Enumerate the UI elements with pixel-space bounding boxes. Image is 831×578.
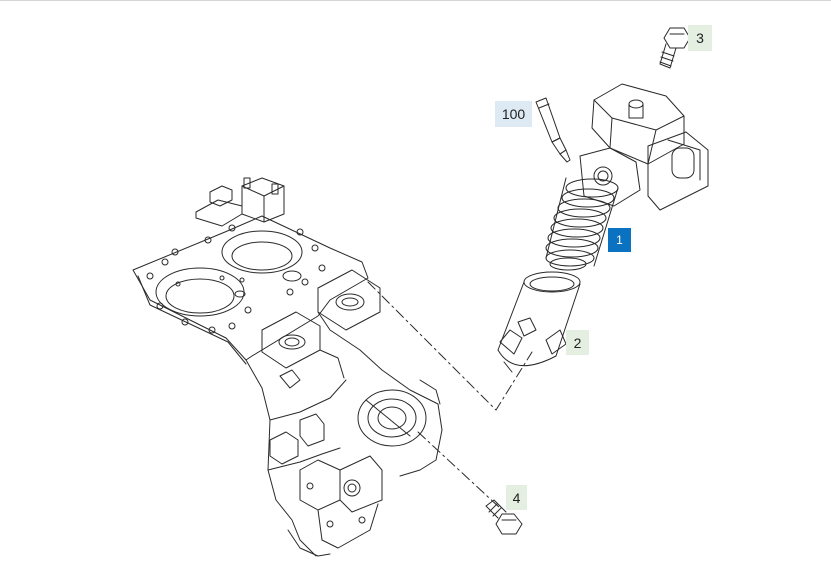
sealant-tube-100 xyxy=(535,97,571,163)
bolt-part-3 xyxy=(659,27,691,69)
sleeve-part-2 xyxy=(497,271,581,373)
top-divider xyxy=(0,0,831,1)
callout-3[interactable]: 3 xyxy=(688,25,712,51)
unit-injector-part-1 xyxy=(545,83,709,271)
bolt-part-4 xyxy=(485,499,523,535)
callout-4[interactable]: 4 xyxy=(506,485,527,510)
callout-100[interactable]: 100 xyxy=(495,101,532,127)
engine-block xyxy=(132,177,443,557)
callout-1-selected[interactable]: 1 xyxy=(608,228,631,252)
assembly-centerlines xyxy=(367,281,533,509)
callout-2[interactable]: 2 xyxy=(566,330,589,355)
